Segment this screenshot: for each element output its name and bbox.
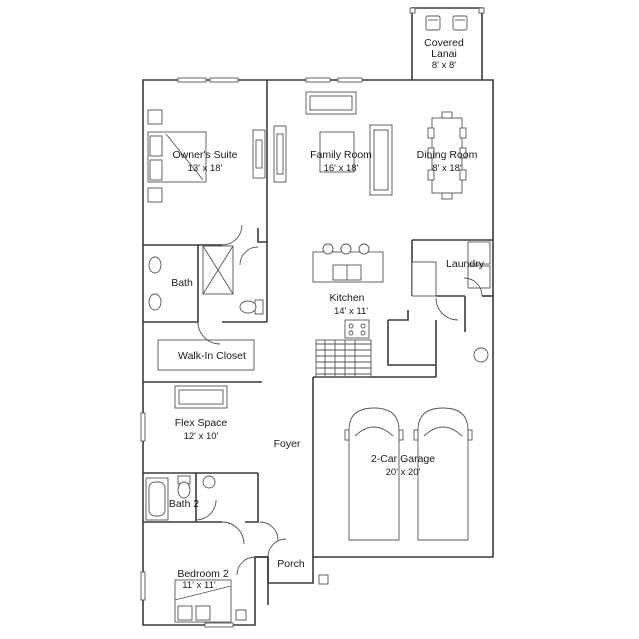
bath2-toilet xyxy=(177,475,191,499)
porch-label: Porch xyxy=(277,558,305,570)
porch-post xyxy=(318,574,329,585)
lanai-label-line2: Lanai xyxy=(431,48,457,60)
water-heater xyxy=(473,347,489,363)
stairs xyxy=(315,339,372,378)
bedroom2-label: Bedroom 2 xyxy=(177,568,229,580)
garage-label: 2-Car Garage xyxy=(371,453,435,465)
nightstand-top xyxy=(147,109,163,125)
owners-suite-dimensions: 13' x 18' xyxy=(188,163,223,174)
coffee-table xyxy=(319,131,355,173)
walk-in-closet-label: Walk-In Closet xyxy=(178,350,246,362)
garage-car-right xyxy=(413,407,473,541)
range xyxy=(344,319,370,339)
foyer-label: Foyer xyxy=(274,438,301,450)
toilet xyxy=(239,299,264,315)
door-swings xyxy=(195,224,483,576)
flex-space-label: Flex Space xyxy=(175,417,228,429)
windows xyxy=(140,77,363,628)
laundry-label: Laundry xyxy=(446,258,485,270)
dining-table xyxy=(427,111,467,200)
flex-sofa xyxy=(174,385,228,409)
owners-bed xyxy=(147,131,207,183)
lanai-chair-left xyxy=(425,15,441,31)
bath2-sink xyxy=(202,475,216,489)
dining-room-dimensions: 8' x 18' xyxy=(432,163,462,174)
tv-console xyxy=(273,125,287,183)
owners-suite-label: Owner's Suite xyxy=(172,149,237,161)
bar-stool xyxy=(322,243,334,255)
bar-stool xyxy=(358,243,370,255)
bedroom2-dimensions: 11' x 11' xyxy=(182,580,216,591)
kitchen-label: Kitchen xyxy=(329,292,364,304)
bath2-label: Bath 2 xyxy=(169,498,200,510)
lanai-structure xyxy=(409,7,485,80)
lanai-chair-right xyxy=(452,15,468,31)
family-room-label: Family Room xyxy=(310,149,372,161)
sink xyxy=(148,256,162,274)
family-room-dimensions: 16' x 18' xyxy=(324,163,359,174)
bedroom2-bed xyxy=(174,579,232,623)
garage-car-left xyxy=(344,407,404,541)
family-sofa xyxy=(305,91,357,115)
sink xyxy=(148,293,162,311)
garage-dimensions: 20' x 20' xyxy=(386,467,421,478)
fridge xyxy=(411,261,437,297)
dining-room-label: Dining Room xyxy=(417,149,478,161)
bar-stool xyxy=(340,243,352,255)
flex-space-dimensions: 12' x 10' xyxy=(184,431,219,442)
dryer xyxy=(467,265,491,289)
shower xyxy=(202,245,234,295)
interior-walls xyxy=(143,80,493,605)
lanai-label-line1: Covered xyxy=(424,37,464,49)
nightstand xyxy=(235,609,247,621)
nightstand-bottom xyxy=(147,187,163,203)
family-sofa-side xyxy=(369,124,393,196)
closet-shelf xyxy=(157,339,255,371)
bath-label: Bath xyxy=(171,277,193,289)
owners-dresser xyxy=(252,129,266,179)
washer xyxy=(467,241,491,265)
kitchen-dimensions: 14' x 11' xyxy=(334,306,368,317)
kitchen-island xyxy=(312,251,384,283)
lanai-dimensions: 8' x 8' xyxy=(432,60,456,71)
tub xyxy=(145,477,169,521)
